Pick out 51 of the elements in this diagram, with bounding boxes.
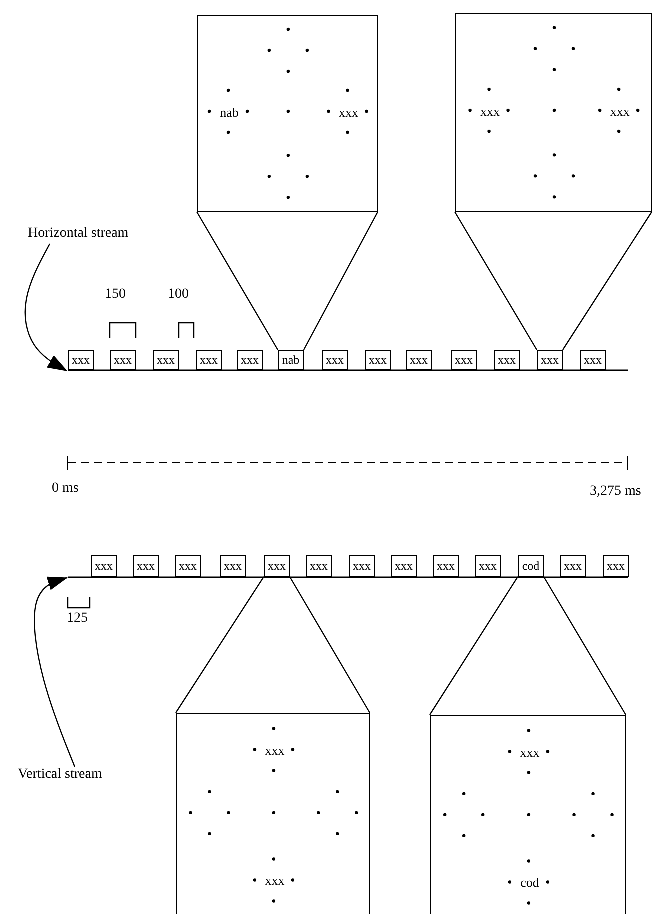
- word-box: xxx: [365, 350, 391, 370]
- word-box: xxx: [175, 555, 201, 577]
- curved-arrow: [24, 244, 68, 372]
- word-box: xxx: [110, 350, 136, 370]
- word-box: cod: [518, 555, 544, 577]
- word-box: xxx: [433, 555, 459, 577]
- zoom-connector: [454, 211, 653, 351]
- word-label: xxx: [610, 104, 630, 118]
- word-box: xxx: [580, 350, 606, 370]
- zoom-connector: [175, 576, 371, 714]
- word-box: xxx: [153, 350, 179, 370]
- word-box: nab: [278, 350, 304, 370]
- word-box: xxx: [322, 350, 348, 370]
- word-label: xxx: [520, 746, 540, 759]
- word-box: xxx: [451, 350, 477, 370]
- word-label: xxx: [265, 874, 285, 888]
- magnified-display-panel: [455, 13, 652, 212]
- word-box: xxx: [237, 350, 263, 370]
- zoom-connector: [429, 576, 627, 716]
- word-box: xxx: [196, 350, 222, 370]
- magnified-display-panel: [176, 713, 370, 914]
- word-box: xxx: [91, 555, 117, 577]
- zoom-connector: [196, 211, 379, 351]
- scale-label: 0 ms: [52, 481, 79, 496]
- word-box: xxx: [349, 555, 375, 577]
- word-label: cod: [520, 876, 540, 890]
- curved-arrow: [34, 576, 76, 768]
- scale-label: 3,275 ms: [590, 484, 642, 500]
- stream-label: Vertical stream: [18, 767, 138, 785]
- word-box: xxx: [494, 350, 520, 370]
- word-label: xxx: [265, 744, 285, 757]
- word-box: xxx: [133, 555, 159, 577]
- word-label: nab: [220, 105, 239, 118]
- word-box: xxx: [68, 350, 94, 370]
- duration-label: 125: [67, 611, 88, 626]
- magnified-display-panel: [197, 15, 378, 212]
- duration-label: 100: [168, 287, 189, 302]
- word-label: xxx: [339, 105, 359, 118]
- word-box: xxx: [391, 555, 417, 577]
- word-box: xxx: [306, 555, 332, 577]
- word-box: xxx: [264, 555, 290, 577]
- word-box: xxx: [406, 350, 432, 370]
- word-box: xxx: [603, 555, 629, 577]
- word-box: xxx: [560, 555, 586, 577]
- word-box: xxx: [475, 555, 501, 577]
- stream-label: Horizontal stream: [28, 226, 158, 244]
- word-label: xxx: [480, 104, 500, 118]
- word-box: xxx: [220, 555, 246, 577]
- magnified-display-panel: [430, 715, 626, 914]
- word-box: xxx: [537, 350, 563, 370]
- duration-label: 150: [105, 287, 126, 302]
